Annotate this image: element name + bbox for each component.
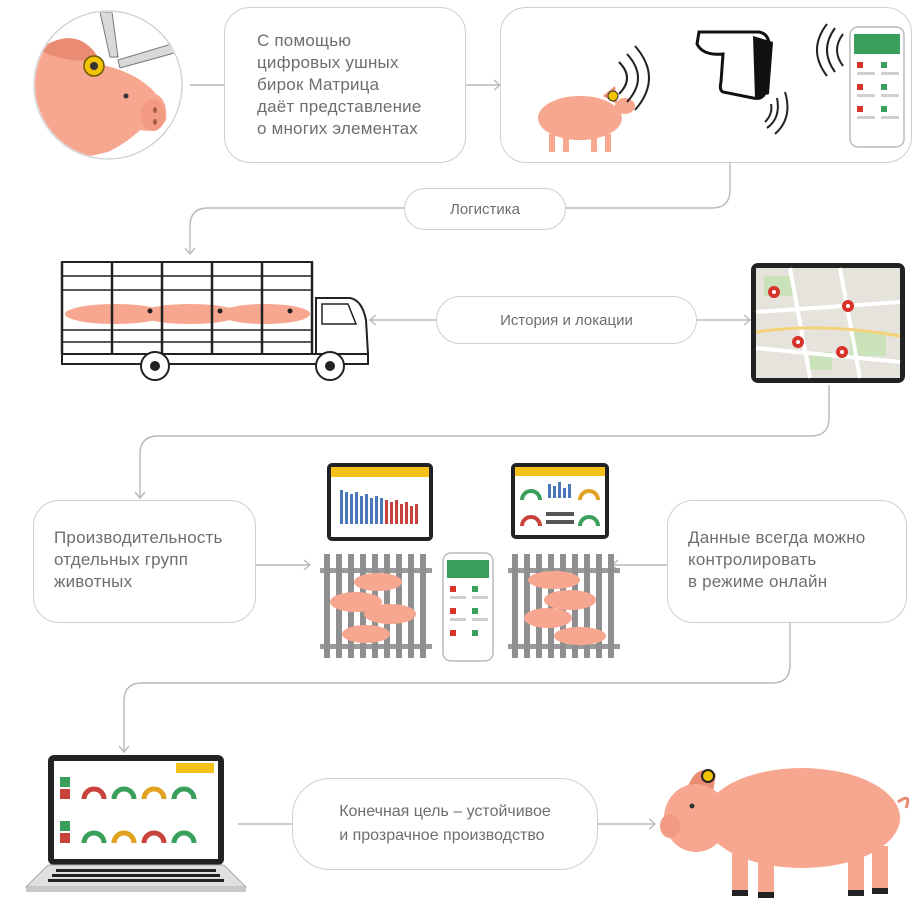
intro-text: С помощью цифровых ушных бирок Матрица д… — [257, 31, 422, 138]
history-pill: История и локации — [436, 296, 697, 344]
logistics-pill: Логистика — [404, 188, 566, 230]
pig-icon — [660, 768, 910, 898]
smartphone-icon — [442, 552, 494, 662]
ear-tag-icon — [33, 10, 183, 160]
laptop-icon — [24, 755, 248, 892]
fence-pen-icon — [508, 554, 620, 658]
goal-text: Конечная цель – устойчивое и прозрачное … — [339, 803, 551, 844]
online-text: Данные всегда можно контролировать в реж… — [688, 528, 866, 591]
map-tablet-icon — [751, 263, 905, 383]
online-box: Данные всегда можно контролировать в реж… — [667, 500, 907, 623]
rfid-reader-icon — [695, 30, 773, 100]
tag-reading-box — [500, 7, 912, 163]
intro-box: С помощью цифровых ушных бирок Матрица д… — [224, 7, 466, 163]
signal-waves-icon — [764, 91, 789, 135]
ear-tag-illustration — [28, 10, 188, 172]
signal-waves-icon — [618, 45, 650, 111]
signal-waves-icon — [816, 23, 844, 77]
productivity-text: Производительность отдельных групп живот… — [54, 528, 223, 591]
dashboard-tablet-icon — [511, 463, 609, 539]
productivity-box: Производительность отдельных групп живот… — [33, 500, 256, 623]
goal-pill: Конечная цель – устойчивое и прозрачное … — [292, 778, 598, 870]
pig-icon — [538, 86, 635, 152]
truck-icon — [60, 261, 370, 381]
dashboard-tablet-icon — [327, 463, 433, 541]
fence-pen-icon — [320, 554, 432, 658]
smartphone-icon — [849, 26, 905, 148]
